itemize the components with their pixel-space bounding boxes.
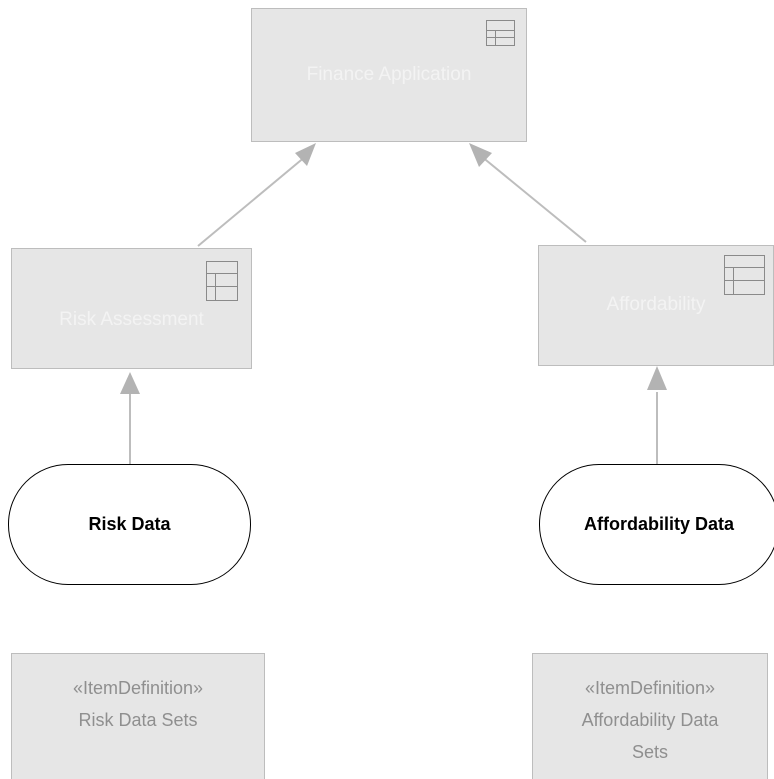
- risk-data-label: Risk Data: [88, 514, 171, 534]
- risk-data-input[interactable]: Risk Data: [8, 464, 251, 585]
- affordability-data-label: Affordability Data: [583, 514, 734, 534]
- risk-assessment-node[interactable]: Risk Assessment: [11, 248, 252, 369]
- arrowhead-risk-data-to-risk-assessment: [120, 372, 140, 394]
- connector-risk-assessment-to-finance[interactable]: [197, 155, 307, 247]
- table-icon: [724, 255, 765, 295]
- affordability-data-sets-stereotype: «ItemDefinition»: [584, 678, 716, 698]
- arrowhead-risk-assessment-to-finance: [295, 143, 316, 166]
- connector-affordability-to-finance[interactable]: [480, 155, 587, 243]
- affordability-data-sets-item-definition[interactable]: «ItemDefinition» Affordability Data Sets: [532, 653, 768, 779]
- table-icon: [486, 20, 515, 46]
- affordability-data-sets-label-line1: Affordability Data: [581, 710, 719, 730]
- arrowhead-affordability-to-finance: [469, 143, 492, 167]
- risk-data-sets-item-definition[interactable]: «ItemDefinition» Risk Data Sets: [11, 653, 265, 779]
- affordability-data-sets-label-line2: Sets: [631, 742, 669, 762]
- affordability-data-input[interactable]: Affordability Data: [539, 464, 774, 585]
- finance-application-label: Finance Application: [306, 63, 472, 85]
- affordability-label: Affordability: [606, 294, 706, 316]
- table-icon: [206, 261, 238, 301]
- affordability-node[interactable]: Affordability: [538, 245, 774, 366]
- risk-assessment-label: Risk Assessment: [59, 309, 204, 331]
- arrowhead-affordability-data-to-affordability: [647, 366, 667, 390]
- finance-application-node[interactable]: Finance Application: [251, 8, 527, 142]
- risk-data-sets-label: Risk Data Sets: [78, 710, 198, 730]
- risk-data-sets-stereotype: «ItemDefinition»: [72, 678, 204, 698]
